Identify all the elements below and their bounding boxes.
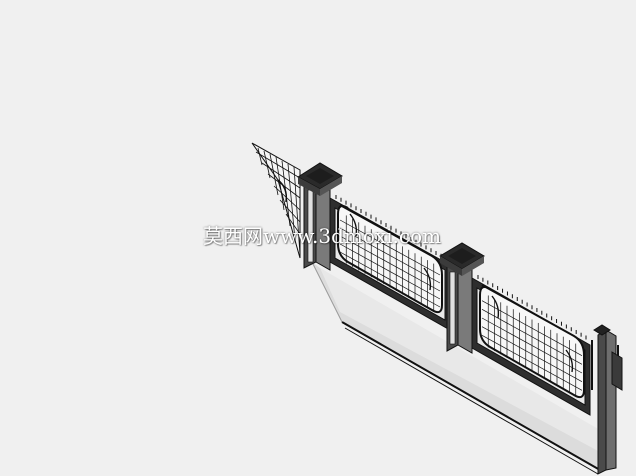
fence-post-1 [297, 162, 343, 271]
fence-panel-1 [329, 195, 451, 331]
fence-left-partial-mesh [251, 142, 301, 259]
fence-panel-2 [471, 275, 591, 416]
fence-end-post [591, 324, 623, 475]
fence-post-2 [439, 242, 485, 354]
fence-base-slab [311, 261, 601, 475]
